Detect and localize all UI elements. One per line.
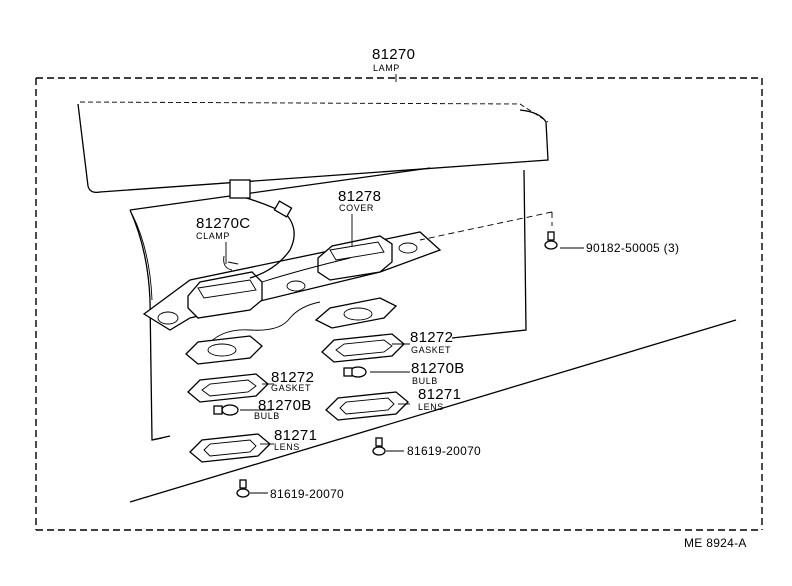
assembly-name: LAMP [373,63,400,73]
gasket-left [187,373,269,403]
lens-right-name: LENS [418,402,444,412]
clamp-name: CLAMP [196,231,231,241]
screw-bottom-part-number: 81619-20070 [270,487,345,501]
socket-left [185,335,263,365]
cover-part-number: 81278 [338,188,382,205]
screw-mid-part-number: 81619-20070 [407,444,482,458]
gasket-right [321,333,405,363]
cover-right [317,235,393,281]
wire-harness [204,179,351,349]
cover-name: COVER [339,203,375,213]
lens-left [189,433,271,463]
vehicle-body-panel [77,101,737,503]
lens-left-name: LENS [274,442,300,452]
screw-top-part-number: 90182-50005 (3) [586,241,680,255]
bulb-right-part-number: 81270B [411,360,465,377]
cover-left [187,271,263,319]
bulb-right [343,366,367,378]
bulb-left [213,404,239,416]
assembly-part-number: 81270 [372,46,416,63]
gasket-left-name: GASKET [271,383,312,393]
lens-right-part-number: 81271 [418,386,462,403]
leader-lines [225,214,584,494]
diagram-reference-code: ME 8924-A [684,536,747,550]
bulb-right-name: BULB [412,376,438,386]
screw-mid [372,437,386,456]
lens-left-part-number: 81271 [274,427,318,444]
gasket-right-part-number: 81272 [410,329,454,346]
clamp-part-number: 81270C [196,215,251,232]
lens-right [325,391,409,421]
screw-bottom [236,479,250,498]
assembly-boundary [35,74,763,531]
bulb-left-name: BULB [254,411,280,421]
bulb-left-part-number: 81270B [258,397,312,414]
screw-top [544,231,558,250]
gasket-left-part-number: 81272 [271,369,315,386]
gasket-right-name: GASKET [411,345,452,355]
socket-right [314,297,398,329]
